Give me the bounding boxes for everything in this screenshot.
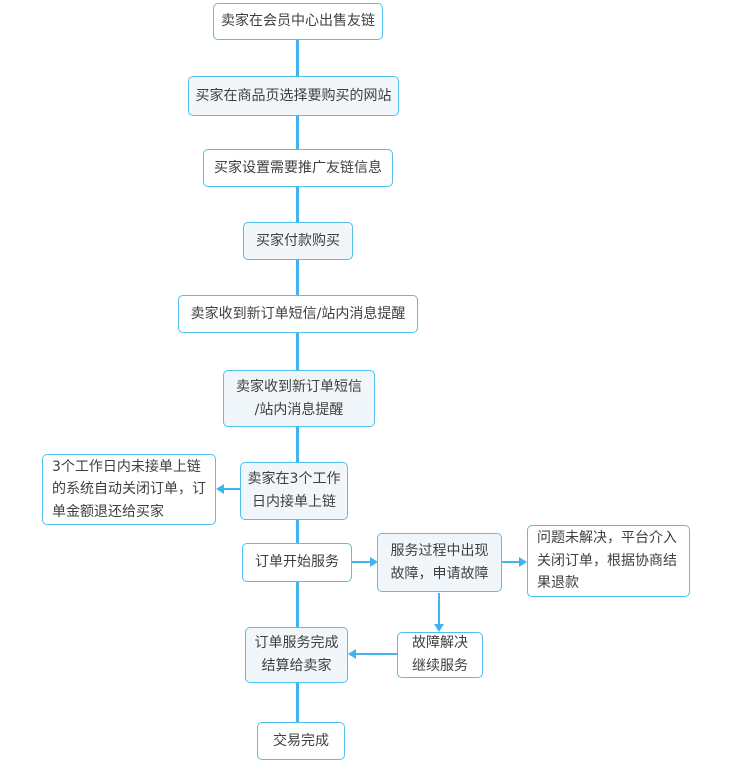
connector-n6-n8 bbox=[296, 427, 299, 462]
connector-n3-n4 bbox=[296, 187, 299, 222]
node-service-complete-settle: 订单服务完成 结算给卖家 bbox=[245, 627, 348, 683]
node-service-fault: 服务过程中出现 故障，申请故障 bbox=[377, 533, 502, 592]
connector-n5-n6 bbox=[296, 333, 299, 370]
arrow-n10-n13-shaft bbox=[438, 593, 440, 624]
arrow-n8-n7-shaft bbox=[224, 488, 240, 490]
arrow-n10-n11-shaft bbox=[501, 561, 519, 563]
arrow-n10-n13-head-icon bbox=[434, 624, 444, 632]
node-seller-lists-link: 卖家在会员中心出售友链 bbox=[213, 3, 383, 40]
arrow-n8-n7-head-icon bbox=[216, 484, 224, 494]
node-buyer-pays: 买家付款购买 bbox=[243, 222, 353, 260]
node-fault-resolved: 故障解决 继续服务 bbox=[397, 632, 483, 678]
arrow-n13-n12-shaft bbox=[356, 653, 397, 655]
node-auto-close-refund: 3个工作日内未接单上链 的系统自动关闭订单，订 单金额退还给买家 bbox=[42, 454, 216, 525]
arrow-n13-n12-head-icon bbox=[348, 649, 356, 659]
node-transaction-complete: 交易完成 bbox=[257, 722, 345, 760]
node-buyer-selects-site: 买家在商品页选择要购买的网站 bbox=[188, 76, 399, 116]
node-seller-accepts-3days: 卖家在3个工作 日内接单上链 bbox=[240, 462, 348, 520]
arrow-n9-n10-head-icon bbox=[370, 557, 378, 567]
arrow-n9-n10-shaft bbox=[352, 561, 370, 563]
arrow-n10-n11-head-icon bbox=[519, 557, 527, 567]
connector-n1-n2 bbox=[296, 40, 299, 76]
node-seller-notified-2: 卖家收到新订单短信 /站内消息提醒 bbox=[223, 370, 375, 427]
node-seller-notified: 卖家收到新订单短信/站内消息提醒 bbox=[178, 295, 418, 333]
node-buyer-sets-link-info: 买家设置需要推广友链信息 bbox=[203, 149, 393, 187]
connector-n12-n14 bbox=[296, 683, 299, 722]
connector-n8-n9 bbox=[296, 520, 299, 543]
node-service-start: 订单开始服务 bbox=[242, 543, 352, 582]
connector-n2-n3 bbox=[296, 116, 299, 149]
connector-n9-n12 bbox=[296, 582, 299, 627]
node-platform-refund: 问题未解决，平台介入 关闭订单，根据协商结 果退款 bbox=[527, 525, 690, 597]
connector-n4-n5 bbox=[296, 260, 299, 295]
